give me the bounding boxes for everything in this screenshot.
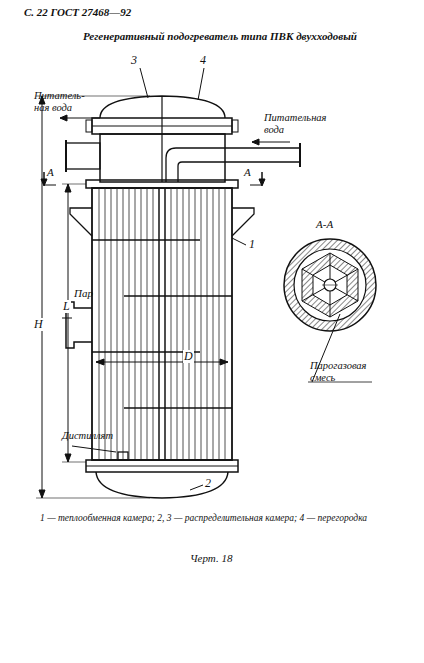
flow-label: Парогазовая смесь bbox=[310, 360, 374, 383]
drawing-title: Регенеративный подогреватель типа ПВК дв… bbox=[40, 30, 400, 42]
callout-number: 2 bbox=[205, 477, 211, 490]
figure-number: Черт. 18 bbox=[190, 552, 232, 564]
callout-number: 3 bbox=[131, 54, 137, 67]
page-header: С. 22 ГОСТ 27468—92 bbox=[24, 6, 131, 18]
dimension-label: L bbox=[62, 300, 71, 313]
dimension-label: H bbox=[33, 318, 44, 331]
section-mark: А bbox=[244, 166, 251, 178]
flow-label: Дистиллят bbox=[62, 430, 113, 442]
callout-number: 4 bbox=[200, 54, 206, 67]
section-title: А-А bbox=[316, 218, 333, 230]
flow-label: Питатель- ная вода bbox=[34, 90, 90, 113]
dimension-label: D bbox=[183, 350, 194, 363]
flow-label: Пар bbox=[74, 287, 93, 299]
section-mark: А bbox=[47, 166, 54, 178]
flow-label: Питательная вода bbox=[264, 112, 334, 135]
caption-text: 1 — теплообменная камера; 2, 3 — распред… bbox=[40, 513, 412, 523]
callout-number: 1 bbox=[249, 238, 255, 251]
